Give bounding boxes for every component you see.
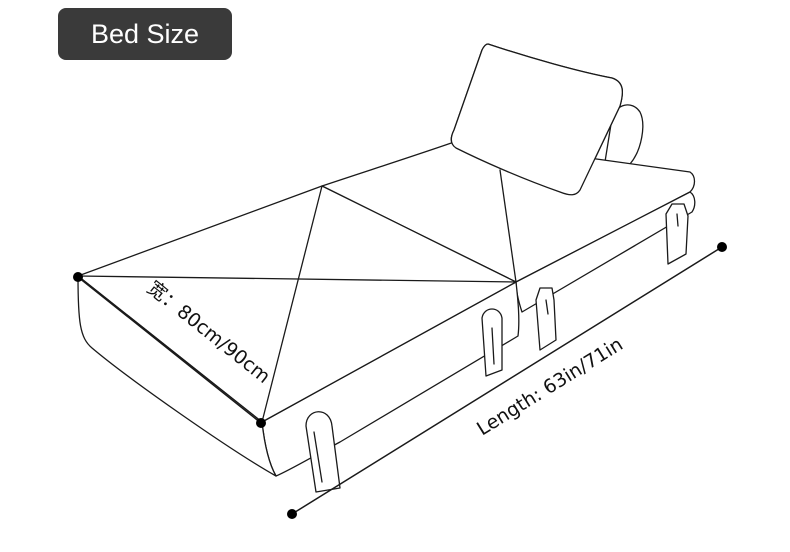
width-endpoint-end [256, 418, 266, 428]
bracket-middle [535, 287, 557, 351]
leg-back-right-slot [676, 213, 679, 227]
bracket-middle-slot [545, 299, 549, 315]
leg-middle [481, 308, 503, 377]
crease-diagonal-2 [261, 185, 323, 423]
leg-front-left-slot [313, 431, 323, 483]
leg-back-right [665, 203, 689, 265]
length-endpoint-start [287, 509, 297, 519]
backrest-seam [499, 169, 517, 283]
length-dimension-line [291, 246, 723, 515]
length-endpoint-end [717, 242, 727, 252]
width-dimension-line [77, 276, 262, 424]
front-section-face [77, 275, 277, 477]
leg-middle-slot [491, 327, 495, 365]
crease-diagonal-1 [77, 275, 517, 283]
width-endpoint-start [73, 272, 83, 282]
bed-size-badge: Bed Size [58, 8, 232, 60]
backrest-front [450, 43, 624, 196]
